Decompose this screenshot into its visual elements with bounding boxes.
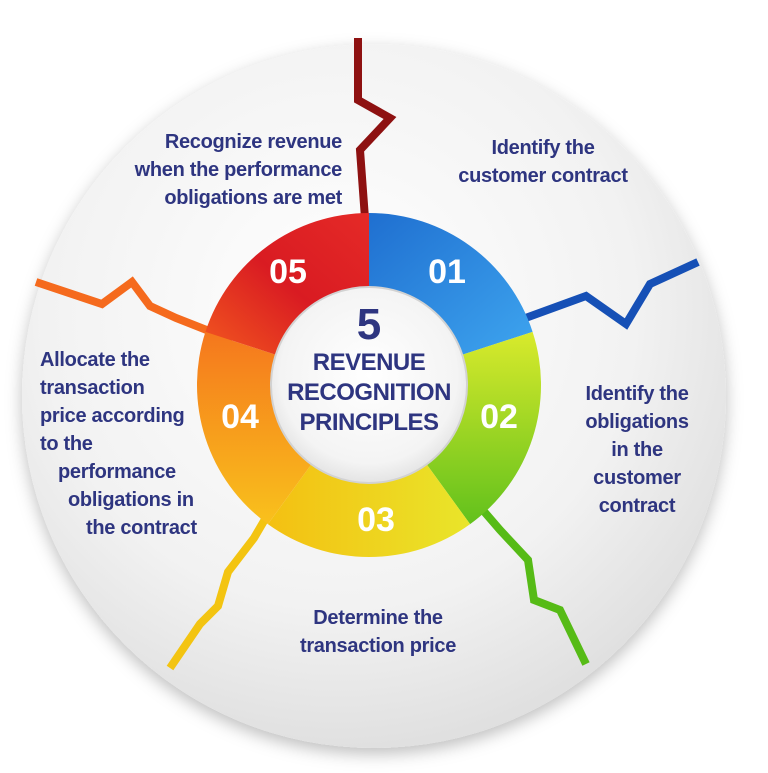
step-02-label-line: Identify the [585, 383, 689, 405]
step-number-02: 02 [480, 398, 518, 436]
step-01-label-line: customer contract [458, 165, 628, 187]
divider-line-blue [518, 258, 700, 330]
principles-ring [196, 213, 541, 558]
ring-segment-01 [369, 213, 533, 356]
divider-line-red [354, 38, 397, 233]
divider-line-yellow [166, 477, 292, 671]
ring-segment-02 [425, 331, 541, 525]
step-04-label-line: transaction [40, 377, 145, 399]
step-02-label-line: in the [611, 439, 663, 461]
center-circle [271, 287, 467, 483]
step-04-label-line: obligations in [68, 489, 194, 511]
ring-segment-03 [267, 462, 471, 558]
step-04-label-line: price according [40, 405, 185, 427]
step-number-04: 04 [221, 398, 259, 436]
step-05-label-line: Recognize revenue [164, 131, 342, 153]
step-03-label-line: Determine the [313, 607, 443, 629]
step-04-label-line: Allocate the [40, 349, 150, 371]
ring-segment-05 [205, 213, 369, 356]
center-circle-rim [270, 286, 468, 484]
center-title-line-3: PRINCIPLES [299, 409, 439, 436]
step-02-label-line: contract [598, 495, 676, 517]
step-number-03: 03 [357, 501, 395, 539]
center-number: 5 [356, 300, 382, 349]
center-title-line-1: REVENUE [312, 349, 426, 376]
step-04-label-line: the contract [86, 517, 197, 539]
ring-segment-04 [196, 331, 313, 525]
step-03-label-line: transaction price [299, 635, 457, 657]
step-04-label-line: to the [40, 433, 93, 455]
step-02-label-line: obligations [585, 411, 689, 433]
step-04-label-line: performance [58, 461, 176, 483]
step-04-label: Allocate the transaction price according… [40, 346, 220, 542]
step-number-01: 01 [428, 253, 466, 291]
step-05-label: Recognize revenue when the performance o… [98, 128, 343, 212]
step-05-label-line: obligations are met [164, 187, 342, 209]
step-01-label: Identify the customer contract [428, 134, 658, 190]
step-number-05: 05 [269, 253, 307, 291]
center-title-line-2: RECOGNITION [287, 379, 451, 406]
step-01-label-line: Identify the [491, 137, 595, 159]
step-05-label-line: when the performance [134, 159, 343, 181]
ring-numbers: 01 02 03 04 05 [221, 253, 518, 539]
step-03-label: Determine the transaction price [268, 604, 488, 660]
divider-line-orange [34, 276, 234, 344]
step-02-label: Identify the obligations in the customer… [552, 380, 722, 520]
center-title: 5 REVENUE RECOGNITION PRINCIPLES [274, 302, 464, 438]
step-02-label-line: customer [593, 467, 681, 489]
divider-line-green [446, 469, 590, 666]
